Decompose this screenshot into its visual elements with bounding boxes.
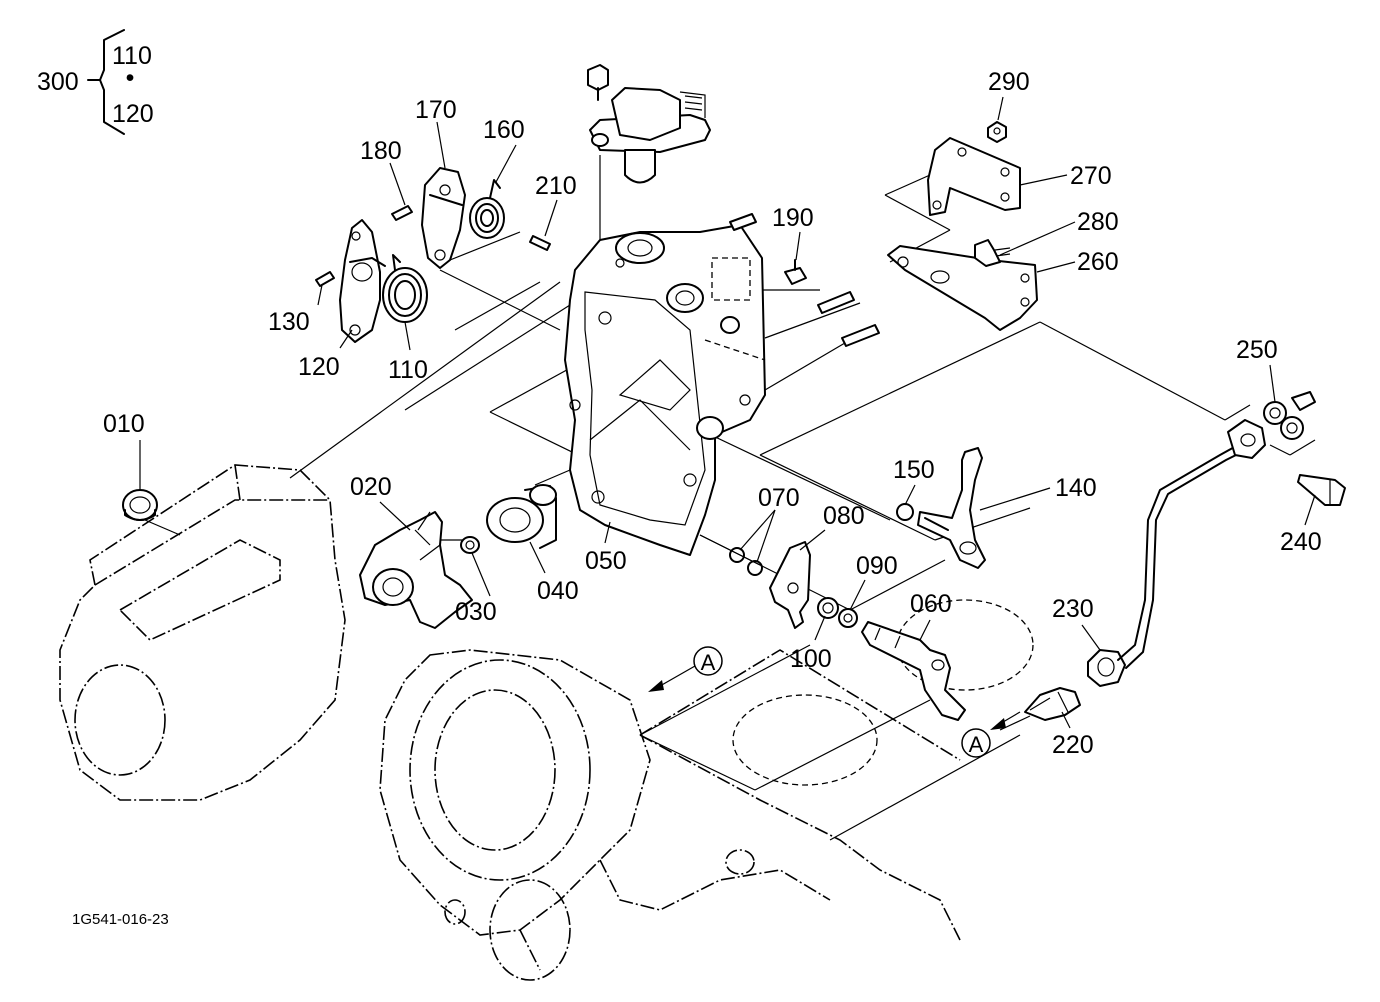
part-250-washers (1263, 391, 1316, 440)
kit-300-separator: • (126, 64, 135, 92)
engine-block-outline (59, 464, 961, 981)
callout-190: 190 (772, 204, 814, 232)
callout-100: 100 (790, 645, 832, 673)
part-100-seal (817, 597, 839, 619)
part-290-nut (987, 121, 1007, 143)
part-180-pin (391, 205, 413, 221)
view-marker-a-left: A (693, 646, 723, 676)
part-080-stop-plate (769, 541, 811, 629)
part-280-bolt (974, 239, 1011, 267)
svg-text:A: A (969, 732, 984, 757)
callout-020: 020 (350, 473, 392, 501)
callout-090: 090 (856, 552, 898, 580)
callout-070: 070 (758, 484, 800, 512)
view-marker-a-right: A (961, 728, 991, 758)
callout-120: 120 (298, 353, 340, 381)
callout-260: 260 (1077, 248, 1119, 276)
view-arrow-left (648, 665, 696, 692)
kit-300-part-120: 120 (112, 100, 154, 128)
callout-290: 290 (988, 68, 1030, 96)
callout-170: 170 (415, 96, 457, 124)
callout-280: 280 (1077, 208, 1119, 236)
part-actuator-solenoid (587, 64, 711, 184)
part-bolt (729, 213, 757, 231)
part-170-lever-plate (421, 167, 466, 269)
part-090-washer (838, 608, 858, 628)
part-studs (817, 291, 880, 347)
engine-bore-outline (896, 599, 1034, 691)
part-270-bracket (927, 137, 1021, 216)
callout-110: 110 (388, 356, 428, 384)
part-050-governor-case (564, 224, 766, 556)
part-040-bush (486, 484, 557, 549)
callout-180: 180 (360, 137, 402, 165)
part-110-spring (382, 254, 428, 323)
part-020-lever-housing (359, 511, 473, 629)
part-230-nut (1087, 649, 1126, 687)
part-190-bolt (784, 259, 807, 285)
callout-210: 210 (535, 172, 577, 200)
callout-010: 010 (103, 410, 145, 438)
part-140-lever (917, 447, 986, 569)
svg-text:A: A (701, 650, 716, 675)
kit-300-label: 300 (37, 68, 79, 96)
callout-250: 250 (1236, 336, 1278, 364)
part-030-nut (460, 536, 480, 554)
callout-160: 160 (483, 116, 525, 144)
callout-040: 040 (537, 577, 579, 605)
view-arrow-right (990, 711, 1021, 730)
part-130-pin (315, 271, 335, 287)
callout-140: 140 (1055, 474, 1097, 502)
callout-220: 220 (1052, 731, 1094, 759)
part-070-o-rings (729, 547, 763, 576)
part-fuel-pipe (1117, 444, 1243, 669)
callout-leaders (139, 96, 1316, 729)
part-banjo-fitting (1227, 419, 1266, 459)
kit-300-part-110: 110 (112, 42, 152, 70)
drawing-code: 1G541-016-23 (72, 911, 169, 928)
callout-240: 240 (1280, 528, 1322, 556)
callout-270: 270 (1070, 162, 1112, 190)
callout-130: 130 (268, 308, 310, 336)
part-060-shaft-lever (861, 621, 966, 721)
callout-230: 230 (1052, 595, 1094, 623)
part-210-pin (529, 235, 551, 251)
callout-030: 030 (455, 598, 497, 626)
callout-080: 080 (823, 502, 865, 530)
callout-150: 150 (893, 456, 935, 484)
kit-300-bracket (87, 29, 125, 135)
part-120-plate (339, 219, 386, 343)
part-260-bracket (887, 245, 1038, 331)
callout-060: 060 (910, 590, 952, 618)
callout-050: 050 (585, 547, 627, 575)
part-160-spring (469, 179, 505, 239)
part-010-plug (122, 489, 158, 521)
part-240-bolt (1297, 474, 1346, 506)
part-150-o-ring (896, 503, 914, 521)
engine-bore-outline (732, 694, 878, 786)
part-220-fitting (1024, 687, 1081, 721)
